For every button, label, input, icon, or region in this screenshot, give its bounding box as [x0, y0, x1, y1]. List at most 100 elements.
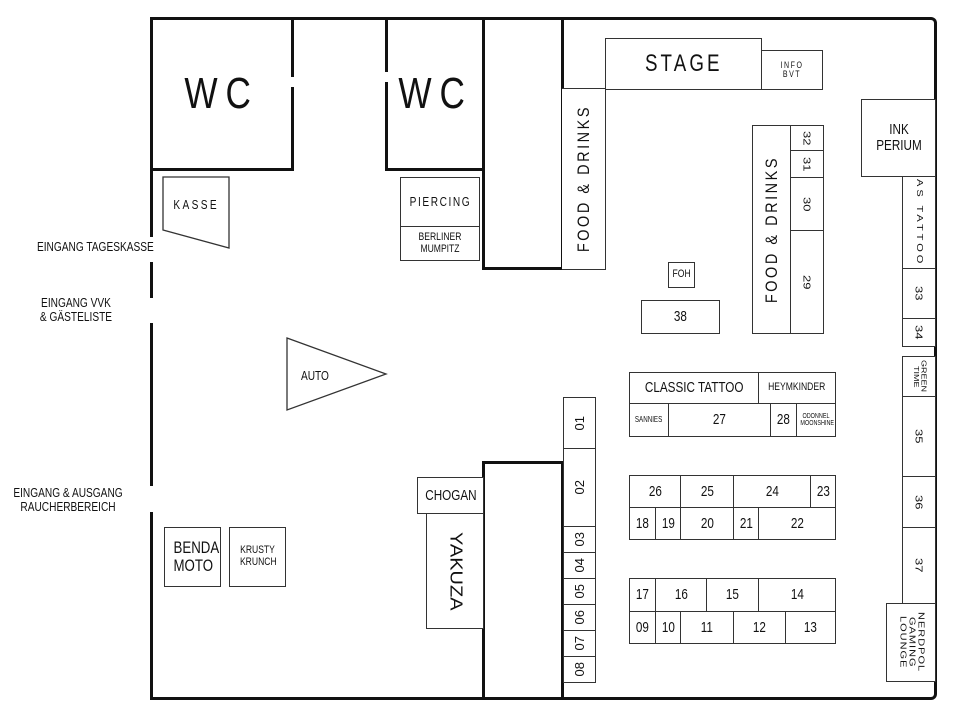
wc-wall — [291, 87, 294, 171]
booth-number: 24 — [765, 482, 779, 500]
booth-number: 20 — [700, 514, 714, 532]
foh[interactable]: FOH — [668, 262, 695, 288]
benda-label: BENDA MOTO — [173, 538, 219, 575]
classic-tattoo-booth[interactable]: CLASSIC TATTOO — [629, 372, 759, 404]
entrance-label: EINGANG VVK & GÄSTELISTE — [39, 295, 113, 324]
booth-23[interactable]: 23 — [810, 475, 836, 508]
booth-10[interactable]: 10 — [655, 611, 681, 644]
booth-31[interactable]: 31 — [790, 150, 824, 178]
booth-21[interactable]: 21 — [733, 507, 759, 540]
booth-16[interactable]: 16 — [655, 578, 707, 612]
booth-number: 11 — [700, 618, 714, 636]
booth-25[interactable]: 25 — [680, 475, 734, 508]
booth-15[interactable]: 15 — [706, 578, 759, 612]
booth-09[interactable]: 09 — [629, 611, 656, 644]
booth-number: 04 — [571, 558, 587, 573]
booth-38[interactable]: 38 — [641, 300, 720, 334]
foh-label: FOH — [672, 268, 691, 281]
booth-30[interactable]: 30 — [790, 177, 824, 231]
booth-number: 33 — [913, 286, 926, 301]
yakuza-booth[interactable]: YAKUZA — [426, 513, 484, 629]
booth-26[interactable]: 26 — [629, 475, 681, 508]
green-time-booth[interactable]: GREEN TIME — [902, 356, 936, 397]
kasse-label: KASSE — [173, 197, 219, 212]
heymkinder-booth[interactable]: HEYMKINDER — [758, 372, 836, 404]
kasse-label-wrap: KASSE — [163, 196, 229, 214]
berliner-mumpitz-booth[interactable]: BERLINER MUMPITZ — [400, 226, 480, 261]
stage[interactable]: STAGE — [605, 38, 762, 90]
odonnel-moonshine-booth[interactable]: ODONNEL MOONSHINE — [796, 403, 836, 437]
entrance-label: EINGANG & AUSGANG RAUCHERBEREICH — [13, 485, 123, 514]
booth-13[interactable]: 13 — [785, 611, 836, 644]
booth-14[interactable]: 14 — [758, 578, 836, 612]
booth-37[interactable]: 37 — [902, 527, 936, 604]
booth-number: 17 — [635, 586, 650, 604]
chogan-booth[interactable]: CHOGAN — [417, 477, 484, 514]
stage-label: STAGE — [644, 50, 723, 78]
booth-29[interactable]: 29 — [790, 230, 824, 334]
booth-number: 01 — [571, 415, 587, 431]
booth-18[interactable]: 18 — [629, 507, 656, 540]
left-wall — [150, 323, 153, 486]
booth-number: 26 — [648, 482, 662, 500]
booth-03[interactable]: 03 — [563, 526, 596, 553]
booth-number: 38 — [673, 308, 688, 326]
booth-number: 27 — [712, 411, 727, 429]
benda-moto-booth[interactable]: BENDA MOTO — [164, 527, 221, 587]
booth-number: 36 — [913, 494, 926, 510]
booth-number: 30 — [801, 196, 814, 212]
entrance-raucher: EINGANG & AUSGANG RAUCHERBEREICH — [0, 486, 143, 515]
auto-display[interactable] — [284, 335, 390, 415]
as-tattoo-label: AS TATTOO — [914, 178, 925, 267]
piercing-label: PIERCING — [409, 194, 471, 210]
booth-01[interactable]: 01 — [563, 397, 596, 449]
booth-number: 23 — [816, 482, 830, 500]
booth-33[interactable]: 33 — [902, 268, 936, 319]
booth-07[interactable]: 07 — [563, 630, 596, 657]
booth-06[interactable]: 06 — [563, 604, 596, 631]
booth-08[interactable]: 08 — [563, 656, 596, 683]
krusty-krunch-booth[interactable]: KRUSTY KRUNCH — [229, 527, 286, 587]
booth-04[interactable]: 04 — [563, 552, 596, 579]
pillar-block-bottom — [482, 461, 564, 699]
wc-wall — [385, 82, 388, 171]
booth-32[interactable]: 32 — [790, 125, 824, 151]
wc-wall — [385, 168, 484, 171]
info-bvt[interactable]: INFO BVT — [761, 50, 823, 90]
sannies-booth[interactable]: SANNIES — [629, 403, 669, 437]
nerdpol-booth[interactable]: NERDPOL GAMING LOUNGE — [886, 603, 936, 682]
booth-22[interactable]: 22 — [758, 507, 836, 540]
kasse-booth[interactable] — [160, 174, 234, 252]
booth-36[interactable]: 36 — [902, 476, 936, 528]
booth-05[interactable]: 05 — [563, 578, 596, 605]
booth-34[interactable]: 34 — [902, 318, 936, 347]
booth-02[interactable]: 02 — [563, 448, 596, 527]
piercing-booth[interactable]: PIERCING — [400, 177, 480, 227]
booth-28[interactable]: 28 — [770, 403, 797, 437]
food-drinks-bar-right[interactable]: FOOD & DRINKS — [752, 125, 791, 334]
nerdpol-label: NERDPOL GAMING LOUNGE — [897, 612, 926, 673]
booth-number: 05 — [571, 584, 587, 599]
booth-number: 03 — [571, 532, 587, 547]
booth-number: 07 — [571, 636, 587, 651]
booth-12[interactable]: 12 — [733, 611, 786, 644]
booth-number: 19 — [661, 514, 675, 532]
booth-number: 13 — [803, 618, 818, 636]
entrance-label: EINGANG TAGESKASSE — [37, 239, 154, 254]
booth-17[interactable]: 17 — [629, 578, 656, 612]
booth-11[interactable]: 11 — [680, 611, 734, 644]
heymkinder-label: HEYMKINDER — [768, 381, 826, 394]
booth-20[interactable]: 20 — [680, 507, 734, 540]
as-tattoo-booth[interactable]: AS TATTOO — [902, 176, 936, 269]
inkperium-booth[interactable]: INK PERIUM — [861, 99, 936, 177]
booth-19[interactable]: 19 — [655, 507, 681, 540]
booth-35[interactable]: 35 — [902, 396, 936, 477]
food-drinks-label: FOOD & DRINKS — [573, 105, 593, 253]
booth-27[interactable]: 27 — [668, 403, 771, 437]
food-drinks-bar-left[interactable]: FOOD & DRINKS — [562, 88, 606, 270]
booth-number: 06 — [571, 610, 587, 625]
booth-number: 15 — [725, 586, 740, 604]
odonnel-label: ODONNEL MOONSHINE — [800, 412, 835, 427]
booth-24[interactable]: 24 — [733, 475, 811, 508]
booth-number: 34 — [913, 325, 926, 340]
